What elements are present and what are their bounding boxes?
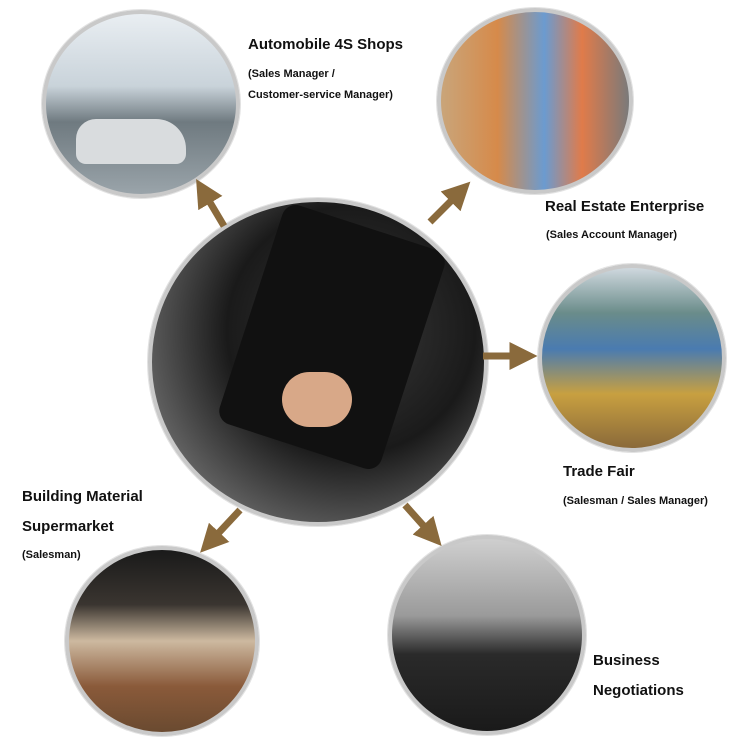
label-building-title-1: Building Material	[22, 488, 143, 505]
label-automobile-sub-1: (Sales Manager /	[248, 68, 335, 80]
center-photo-businessman	[148, 198, 488, 526]
label-tradefair-sub: (Salesman / Sales Manager)	[563, 495, 708, 507]
label-realestate-sub: (Sales Account Manager)	[546, 229, 678, 241]
label-building-title-2: Supermarket	[22, 518, 114, 535]
label-realestate-title: Real Estate Enterprise	[545, 198, 705, 215]
label-building-sub: (Salesman)	[22, 549, 81, 561]
arrow-to-automobile	[196, 178, 228, 228]
photo-trade-fair	[538, 264, 726, 452]
arrow-to-business	[402, 502, 442, 547]
label-automobile-sub-2: Customer-service Manager)	[248, 89, 393, 101]
car-shape	[76, 119, 186, 164]
hand-shape	[282, 372, 352, 427]
arrow-to-building	[200, 507, 243, 553]
label-business-title-2: Negotiations	[593, 682, 684, 699]
photo-building-material-supermarket	[65, 546, 259, 736]
label-business-title-1: Business	[593, 652, 660, 669]
label-tradefair-title: Trade Fair	[563, 463, 635, 480]
photo-real-estate-model	[437, 8, 633, 194]
label-automobile-title: Automobile 4S Shops	[248, 36, 404, 53]
photo-automobile-showroom	[42, 10, 240, 198]
arrow-to-realestate	[427, 181, 471, 225]
photo-business-negotiations	[388, 535, 586, 735]
